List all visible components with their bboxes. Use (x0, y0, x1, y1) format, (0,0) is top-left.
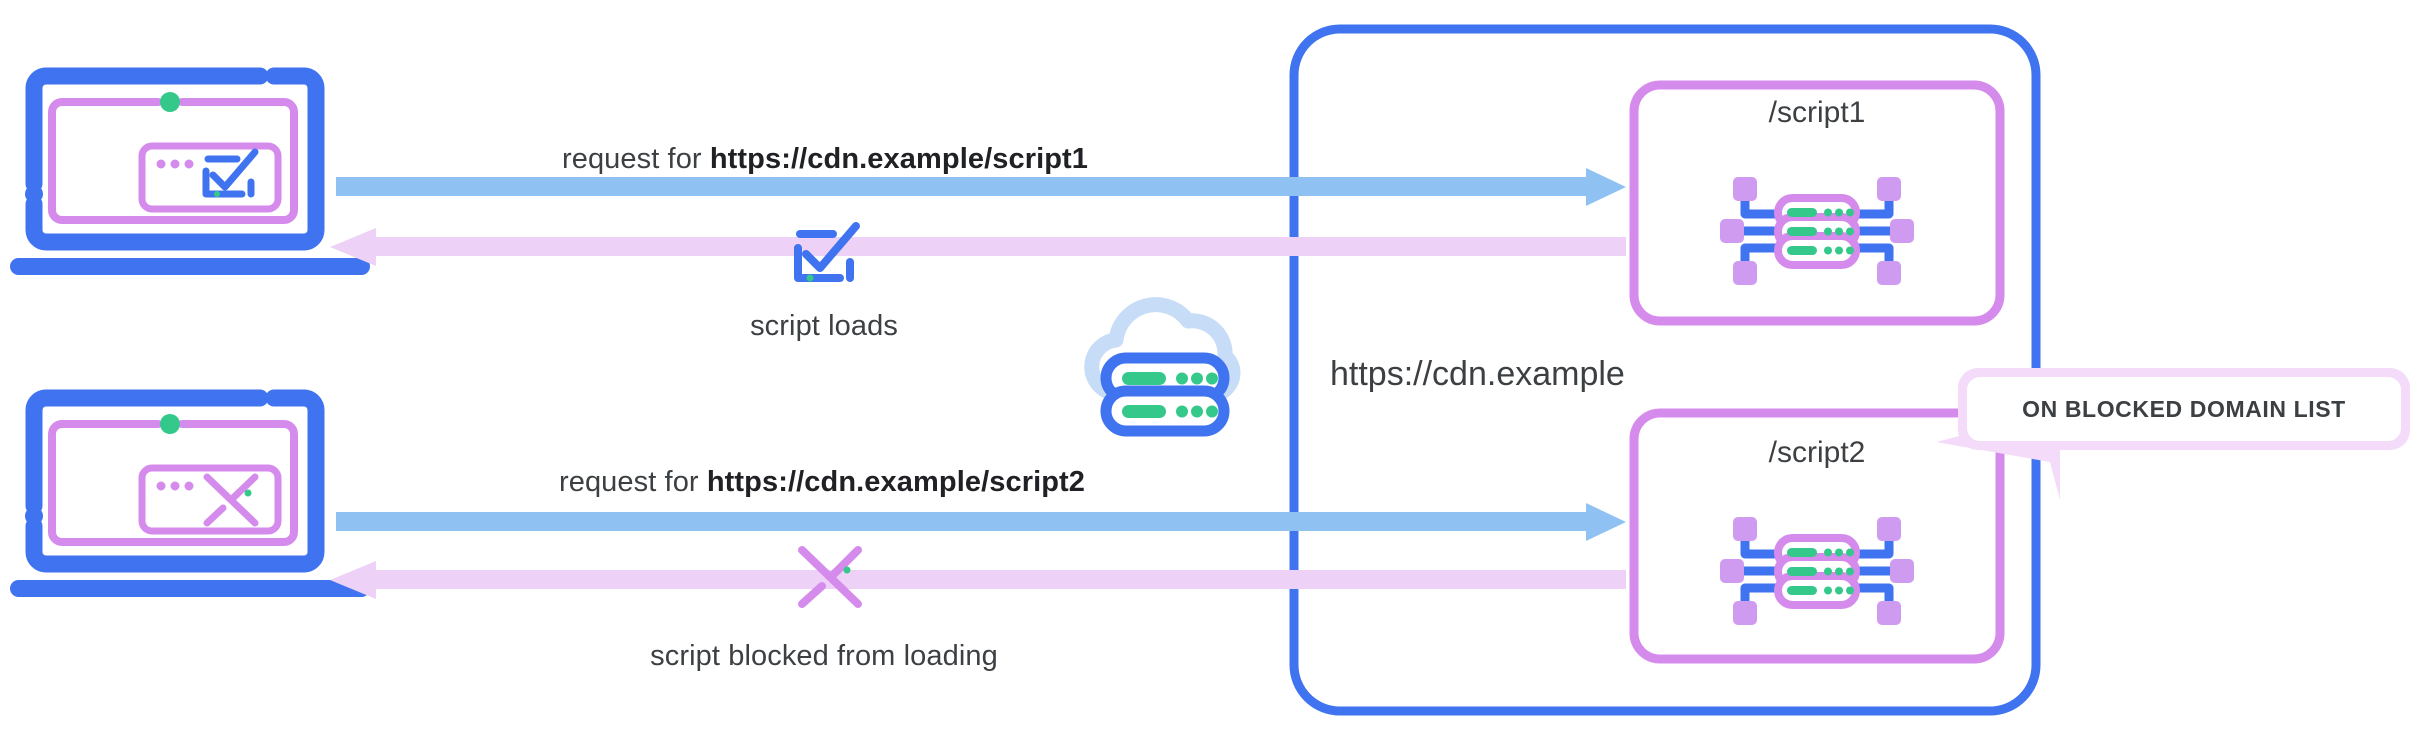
script-blocked-x-icon (798, 546, 862, 608)
client-laptop-script1 (10, 67, 370, 275)
x-cross-icon (203, 473, 259, 527)
response-arrow-script1 (330, 228, 1626, 266)
request-prefix-2: request for (558, 466, 707, 498)
request-arrow-script2 (336, 503, 1626, 541)
request-prefix-1: request for (561, 143, 710, 175)
callout-label: ON BLOCKED DOMAIN LIST (2022, 395, 2346, 422)
request-label-script1: request for https://cdn.example/script1 (562, 143, 1088, 176)
callout-inner-panel: ON BLOCKED DOMAIN LIST (1967, 377, 2401, 441)
blocked-domain-callout: ON BLOCKED DOMAIN LIST (1958, 368, 2410, 450)
status-dot-green (160, 92, 180, 112)
status-dot-green (160, 414, 180, 434)
endpoint-label-script1: /script1 (1768, 96, 1866, 129)
endpoint-label-script2: /script2 (1768, 436, 1866, 469)
laptop-base (10, 580, 370, 597)
check-square-icon (202, 148, 259, 198)
result-label-script2: script blocked from loading (650, 640, 998, 672)
response-arrow-script2 (330, 561, 1626, 599)
server-network-icon-script1 (1720, 177, 1914, 285)
client-laptop-script2 (10, 389, 370, 597)
cdn-domain-title: https://cdn.example (1330, 355, 1625, 393)
cloud-server-icon (1084, 297, 1241, 437)
script-loads-check-icon (794, 222, 860, 282)
server-network-icon-script2 (1720, 517, 1914, 625)
request-label-script2: request for https://cdn.example/script2 (559, 466, 1085, 499)
laptop-side-dot (25, 185, 43, 203)
request-url-1: https://cdn.example/script1 (709, 143, 1089, 175)
request-url-2: https://cdn.example/script2 (706, 466, 1086, 498)
laptop-base (10, 258, 370, 275)
request-arrow-script1 (336, 168, 1626, 206)
result-label-script1: script loads (750, 310, 898, 342)
laptop-side-dot (25, 507, 43, 525)
